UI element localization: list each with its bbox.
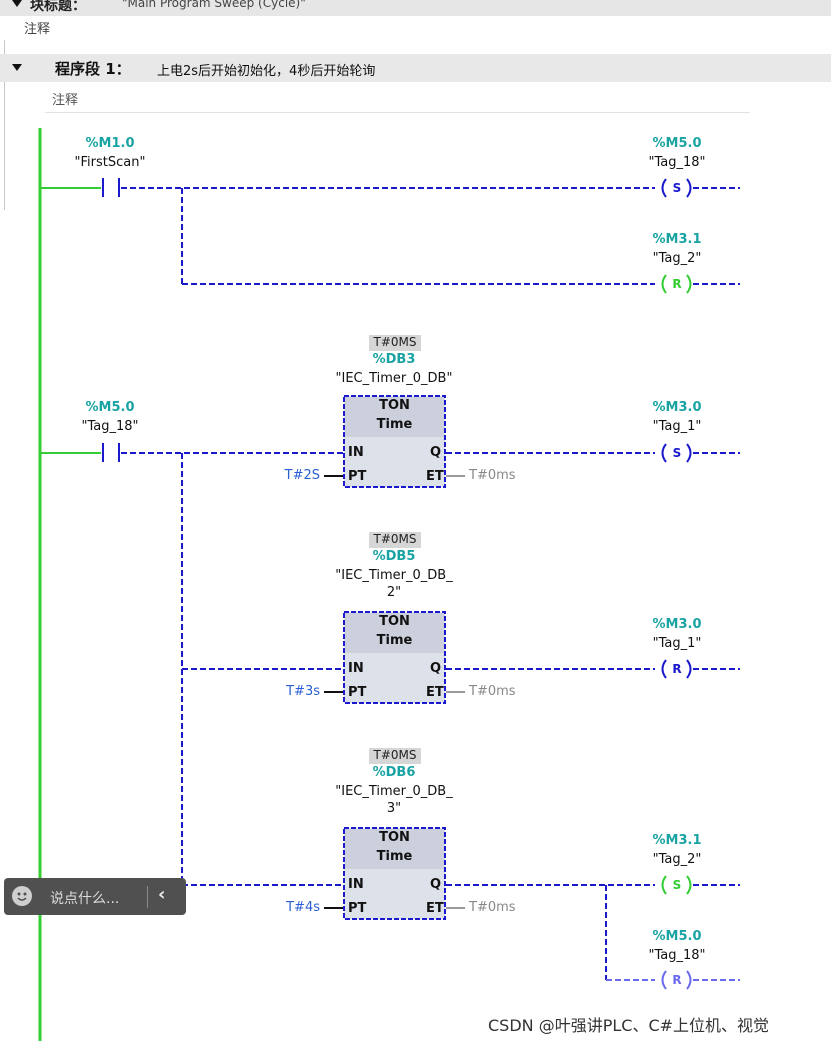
timer-type: TON (379, 830, 410, 845)
timer-preset-badge: T#0MS (369, 335, 421, 351)
coil-icon (661, 659, 692, 679)
network-comment[interactable]: 注释 (52, 93, 79, 108)
et-value[interactable]: T#0ms (469, 684, 516, 699)
contact-icon (102, 178, 120, 197)
coil-icon (661, 274, 692, 294)
et-value[interactable]: T#0ms (469, 468, 516, 483)
timer-db-address[interactable]: %DB6 (372, 765, 416, 780)
coil-address[interactable]: %M3.0 (652, 617, 702, 632)
timer-instance-cont[interactable]: 2" (386, 585, 402, 600)
contact-address[interactable]: %M5.0 (85, 400, 135, 415)
block-comment[interactable]: 注释 (24, 22, 51, 37)
block-title-value[interactable]: "Main Program Sweep (Cycle)" (122, 0, 306, 10)
timer-instance[interactable]: "IEC_Timer_0_DB" (335, 371, 453, 386)
timer-preset-badge: T#0MS (369, 748, 421, 764)
chevron-left-icon[interactable]: ‹ (158, 884, 166, 905)
coil-address[interactable]: %M5.0 (652, 929, 702, 944)
coil-tag[interactable]: "Tag_1" (652, 419, 702, 434)
pin-pt: PT (348, 685, 367, 700)
watermark: CSDN @叶强讲PLC、C#上位机、视觉 (488, 1016, 770, 1035)
coil-icon (661, 875, 692, 895)
network-label: 程序段 1： (55, 60, 131, 78)
chat-divider (147, 886, 148, 908)
timer-subtype[interactable]: Time (376, 417, 413, 432)
pin-q: Q (430, 445, 442, 460)
coil-icon (661, 970, 692, 990)
coil-symbol: S (672, 878, 682, 892)
timer-db-address[interactable]: %DB3 (372, 352, 416, 367)
timer-type: TON (379, 614, 410, 629)
coil-address[interactable]: %M3.1 (652, 232, 702, 247)
pin-et: ET (426, 685, 444, 700)
collapse-triangle-icon[interactable] (12, 0, 22, 7)
timer-instance-cont[interactable]: 3" (386, 801, 402, 816)
timer-instance[interactable]: "IEC_Timer_0_DB_ (335, 568, 453, 583)
smiley-icon[interactable] (12, 886, 32, 906)
timer-preset-badge: T#0MS (369, 532, 421, 548)
coil-tag[interactable]: "Tag_2" (652, 251, 702, 266)
network-header (0, 54, 831, 82)
collapse-triangle-icon[interactable] (12, 64, 22, 71)
timer-type: TON (379, 398, 410, 413)
coil-tag[interactable]: "Tag_18" (648, 948, 706, 963)
chat-input-bar[interactable] (4, 878, 186, 915)
coil-tag[interactable]: "Tag_2" (652, 852, 702, 867)
coil-address[interactable]: %M3.0 (652, 400, 702, 415)
coil-symbol: S (672, 446, 682, 460)
pin-pt: PT (348, 901, 367, 916)
contact-address[interactable]: %M1.0 (85, 136, 135, 151)
coil-tag[interactable]: "Tag_1" (652, 636, 702, 651)
coil-tag[interactable]: "Tag_18" (648, 155, 706, 170)
pt-value[interactable]: T#2S (284, 468, 320, 483)
contact-tag[interactable]: "FirstScan" (74, 155, 146, 170)
coil-address[interactable]: %M5.0 (652, 136, 702, 151)
pin-q: Q (430, 661, 442, 676)
et-value[interactable]: T#0ms (469, 900, 516, 915)
coil-symbol: S (672, 181, 682, 195)
block-title-label: 块标题： (30, 0, 86, 14)
comment-divider (45, 112, 750, 113)
pt-value[interactable]: T#4s (286, 900, 320, 915)
coil-symbol: R (672, 662, 682, 676)
coil-address[interactable]: %M3.1 (652, 833, 702, 848)
chat-input[interactable]: 说点什么... (50, 891, 120, 907)
pin-in: IN (348, 445, 364, 460)
network-title[interactable]: 上电2s后开始初始化，4秒后开始轮询 (157, 64, 376, 79)
pin-et: ET (426, 469, 444, 484)
timer-instance[interactable]: "IEC_Timer_0_DB_ (335, 784, 453, 799)
timer-subtype[interactable]: Time (376, 849, 413, 864)
coil-icon (661, 178, 692, 198)
block-title-bar (0, 0, 831, 16)
timer-db-address[interactable]: %DB5 (372, 549, 416, 564)
coil-symbol: R (672, 277, 682, 291)
pin-in: IN (348, 661, 364, 676)
pt-value[interactable]: T#3s (286, 684, 320, 699)
contact-icon (102, 443, 120, 462)
pin-pt: PT (348, 469, 367, 484)
left-splitter (4, 40, 5, 210)
pin-q: Q (430, 877, 442, 892)
contact-tag[interactable]: "Tag_18" (81, 419, 139, 434)
pin-et: ET (426, 901, 444, 916)
timer-subtype[interactable]: Time (376, 633, 413, 648)
coil-symbol: R (672, 973, 682, 987)
coil-icon (661, 443, 692, 463)
pin-in: IN (348, 877, 364, 892)
